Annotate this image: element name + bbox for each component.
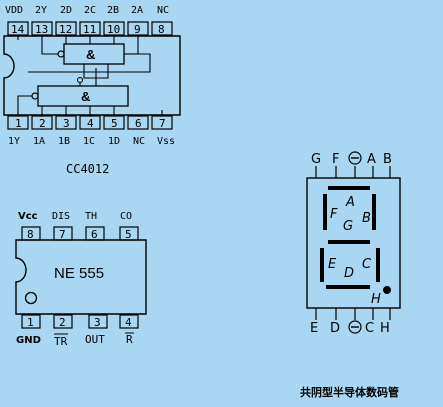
- seg-top-label-b: B: [383, 152, 392, 167]
- segment-label-f: F: [330, 207, 338, 222]
- segment-b: [372, 194, 376, 230]
- seg-top-label-g: G: [311, 152, 321, 167]
- cc4012-top-label-nc: NC: [157, 5, 169, 16]
- cc4012-gate-1-symbol: &: [81, 89, 90, 104]
- cc4012-bottom-label-1c: 1C: [83, 136, 95, 147]
- cc4012-gate-2-symbol: &: [86, 47, 95, 62]
- cc4012-name: CC4012: [66, 162, 109, 176]
- seg-top-label-f: F: [332, 152, 339, 167]
- segment-d: [326, 285, 370, 289]
- ne555-pin-3: 3: [94, 316, 101, 329]
- seg-bottom-label-e: E: [310, 321, 318, 336]
- segment-f: [323, 194, 327, 230]
- ne555-pin-1: 1: [27, 316, 34, 329]
- segment-label-h: H: [371, 292, 381, 307]
- seg-common-bottom-marker: [348, 320, 362, 334]
- cc4012-pin-6: 6: [135, 117, 142, 130]
- cc4012-pin-14: 14: [11, 23, 25, 36]
- cc4012-bottom-label-1b: 1B: [58, 136, 70, 147]
- cc4012-body: [3, 35, 181, 116]
- seg-bottom-label-d: D: [330, 321, 340, 336]
- ne555-name: NE 555: [54, 265, 104, 282]
- cc4012-bottom-label-vss: Vss: [157, 136, 175, 147]
- cc4012-pin-7: 7: [159, 117, 166, 130]
- ne555-top-label-dis: DIS: [52, 211, 70, 222]
- segment-a: [328, 186, 370, 190]
- cc4012-top-label-2b: 2B: [107, 5, 119, 16]
- segment-label-a: A: [345, 195, 355, 210]
- ne555-bottom-label-tr: TR: [54, 335, 68, 348]
- cc4012-pin-3: 3: [63, 117, 70, 130]
- seven-segment-display: G F A B A F G B E D: [300, 151, 401, 399]
- cc4012-bottom-label-1y: 1Y: [8, 136, 20, 147]
- cc4012-bottom-label-nc: NC: [133, 136, 145, 147]
- ne555-top-label-th: TH: [85, 211, 97, 222]
- ne555-bottom-label-out: OUT: [85, 333, 105, 346]
- seg-bottom-label-c: C: [365, 321, 374, 336]
- ne555-pin-2: 2: [59, 316, 66, 329]
- cc4012-top-label-vdd: VDD: [5, 5, 23, 16]
- segment-label-b: B: [362, 211, 371, 226]
- ne555-top-label-co: CO: [120, 211, 132, 222]
- ne555-pin1-marker: [24, 291, 38, 305]
- seg-top-label-a: A: [367, 152, 376, 167]
- ne555-body: [15, 239, 147, 315]
- cc4012-pin-10: 10: [107, 23, 120, 36]
- ne555-pin-7: 7: [59, 228, 66, 241]
- segment-label-g: G: [343, 219, 353, 234]
- cc4012-pin-1: 1: [15, 117, 22, 130]
- cc4012-pin-8: 8: [158, 23, 165, 36]
- cc4012-pin-4: 4: [87, 117, 94, 130]
- cc4012-top-label-2d: 2D: [60, 5, 72, 16]
- segment-g: [328, 240, 370, 244]
- cc4012-pin-9: 9: [134, 23, 141, 36]
- cc4012-pin-2: 2: [39, 117, 46, 130]
- ne555-pin-8: 8: [27, 228, 34, 241]
- cc4012-pin-13: 13: [35, 23, 48, 36]
- cc4012-pin-12: 12: [59, 23, 72, 36]
- ne555-pin-4: 4: [125, 316, 132, 329]
- cc4012-chip: VDD 2Y 2D 2C 2B 2A NC 14 13 12 11 10 9 8…: [3, 5, 181, 176]
- segment-c: [376, 248, 380, 282]
- cc4012-top-label-2c: 2C: [84, 5, 96, 16]
- segment-h-dot: [383, 286, 391, 294]
- ne555-top-label-vcc: Vcc: [18, 211, 38, 222]
- cc4012-pin-5: 5: [111, 117, 118, 130]
- seg-caption: 共阴型半导体数码管: [300, 385, 399, 399]
- ne555-pin-5: 5: [125, 228, 132, 241]
- cc4012-top-label-2y: 2Y: [35, 5, 47, 16]
- cc4012-top-label-2a: 2A: [131, 5, 143, 16]
- cc4012-bottom-label-1d: 1D: [108, 136, 120, 147]
- cc4012-pin-11: 11: [83, 23, 96, 36]
- seg-body: [306, 177, 401, 309]
- ne555-bottom-label-gnd: GND: [16, 335, 41, 346]
- ne555-chip: Vcc DIS TH CO 8 7 6 5 NE 555 1 2 3 4 GND…: [15, 211, 147, 348]
- segment-label-c: C: [362, 257, 372, 272]
- seg-common-top-marker: [348, 151, 362, 165]
- cc4012-bottom-label-1a: 1A: [33, 136, 45, 147]
- ne555-bottom-label-r: R: [126, 333, 133, 346]
- segment-e: [320, 248, 324, 282]
- segment-label-e: E: [328, 257, 337, 272]
- segment-label-d: D: [344, 266, 354, 281]
- seg-bottom-label-h: H: [380, 321, 390, 336]
- ne555-pin-6: 6: [91, 228, 98, 241]
